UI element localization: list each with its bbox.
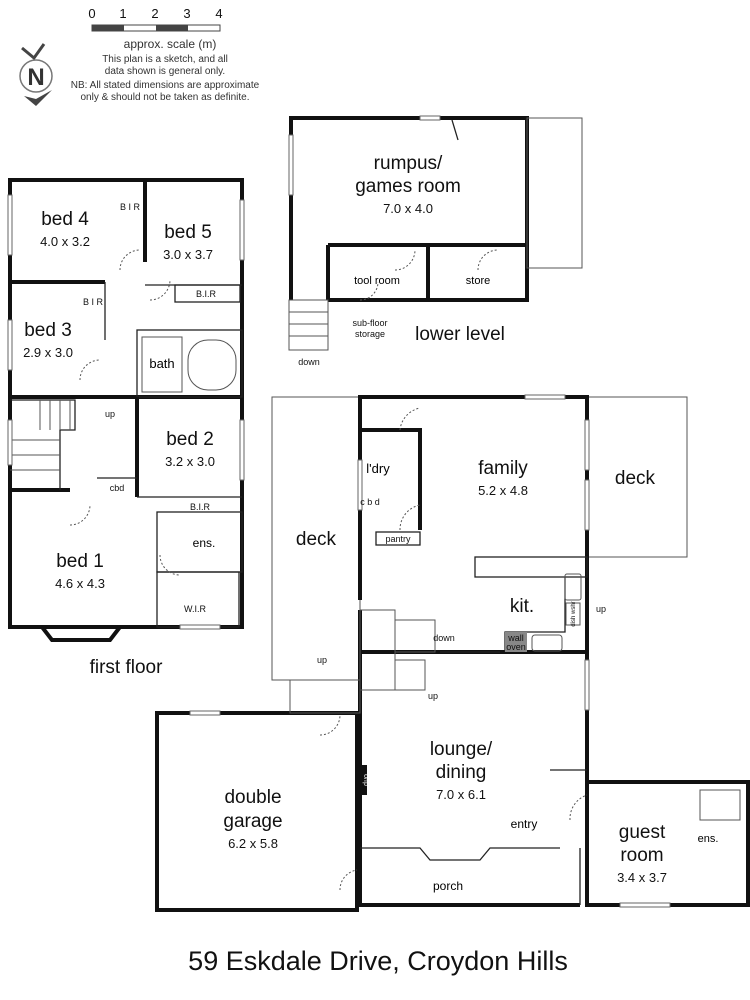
level-label: lower level — [415, 324, 505, 345]
room-dimensions: 2.9 x 3.0 — [23, 345, 73, 360]
room-label: deck — [615, 468, 656, 489]
room-label: store — [466, 275, 490, 287]
bir-label: B I R — [120, 202, 141, 212]
room-dimensions: 3.0 x 3.7 — [163, 247, 213, 262]
scale-tick: 2 — [151, 6, 158, 21]
scale-tick: 1 — [119, 6, 126, 21]
stair-up-label: up — [428, 691, 438, 701]
bir-label: B.I.R — [196, 289, 217, 299]
lower-level-plan: rumpus/ games room 7.0 x 4.0 tool room s… — [288, 115, 583, 367]
scale-tick: 3 — [183, 6, 190, 21]
room-label: room — [620, 845, 663, 866]
room-label: family — [478, 458, 528, 479]
dishwasher-icon — [565, 602, 581, 626]
room-dimensions: 4.6 x 4.3 — [55, 576, 105, 591]
sink-icon — [564, 573, 582, 601]
room-dimensions: 6.2 x 5.8 — [228, 836, 278, 851]
subfloor-label: sub-floor — [352, 318, 387, 328]
stair-up-label: up — [105, 409, 115, 419]
cbd-label: cbd — [110, 483, 125, 493]
room-label: bath — [149, 356, 174, 371]
cbd-label: c b d — [360, 497, 380, 507]
stair-down-label: down — [298, 357, 320, 367]
nb-note: only & should not be taken as definite. — [80, 92, 249, 103]
room-label: deck — [296, 529, 337, 550]
bir-label: B I R — [83, 297, 104, 307]
scale-tick: 0 — [88, 6, 95, 21]
room-label: entry — [511, 817, 538, 831]
pantry-label: pantry — [385, 534, 411, 544]
scale-tick: 4 — [215, 6, 222, 21]
room-label: ens. — [698, 833, 719, 845]
room-dimensions: 4.0 x 3.2 — [40, 234, 90, 249]
north-letter: N — [27, 64, 44, 91]
room-label: dining — [436, 762, 487, 783]
level-label: first floor — [90, 657, 164, 678]
room-label: bed 5 — [164, 222, 212, 243]
room-label: rumpus/ — [374, 153, 443, 174]
room-label: kit. — [510, 596, 534, 617]
stair-up-label: up — [596, 604, 606, 614]
first-floor-plan: bed 4 4.0 x 3.2 bed 5 3.0 x 3.7 bed 3 2.… — [7, 178, 245, 678]
stair-up-label: up — [317, 655, 327, 665]
room-label: bed 2 — [166, 429, 214, 450]
room-label: tool room — [354, 275, 400, 287]
room-label: guest — [619, 822, 666, 843]
room-dimensions: 7.0 x 4.0 — [383, 201, 433, 216]
room-label: lounge/ — [430, 739, 493, 760]
room-label: porch — [433, 879, 463, 893]
north-arrow: N — [19, 43, 53, 106]
disclaimer: data shown is general only. — [105, 66, 225, 77]
dishwasher-label: dish wshr — [571, 601, 577, 626]
scale-label: approx. scale (m) — [124, 37, 217, 51]
room-label: l'dry — [366, 461, 390, 476]
scale-bar: 0 1 2 3 4 approx. scale (m) This plan is… — [71, 6, 260, 103]
bir-label: B.I.R — [190, 502, 211, 512]
fireplace-icon — [355, 765, 367, 795]
room-label: double — [224, 787, 281, 808]
wir-label: W.I.R — [184, 604, 206, 614]
room-dimensions: 7.0 x 6.1 — [436, 787, 486, 802]
wall-oven-label: oven — [506, 642, 526, 652]
room-label: ens. — [193, 536, 216, 550]
fireplace-label: o/fp — [362, 774, 369, 786]
room-dimensions: 3.2 x 3.0 — [165, 454, 215, 469]
ground-floor-plan: dish wshr o/fp family 5.2 x 4.8 l'dry de… — [155, 394, 750, 912]
room-label: games room — [355, 176, 461, 197]
plan-title: 59 Eskdale Drive, Croydon Hills — [188, 946, 568, 976]
room-label: garage — [223, 811, 282, 832]
stair-down-label: down — [433, 633, 455, 643]
room-label: bed 3 — [24, 320, 72, 341]
nb-note: NB: All stated dimensions are approximat… — [71, 80, 260, 91]
room-label: bed 1 — [56, 551, 104, 572]
subfloor-label: storage — [355, 329, 385, 339]
room-dimensions: 3.4 x 3.7 — [617, 870, 667, 885]
wall-oven-label: wall — [507, 633, 524, 643]
room-dimensions: 5.2 x 4.8 — [478, 483, 528, 498]
room-label: bed 4 — [41, 209, 89, 230]
disclaimer: This plan is a sketch, and all — [102, 54, 228, 65]
